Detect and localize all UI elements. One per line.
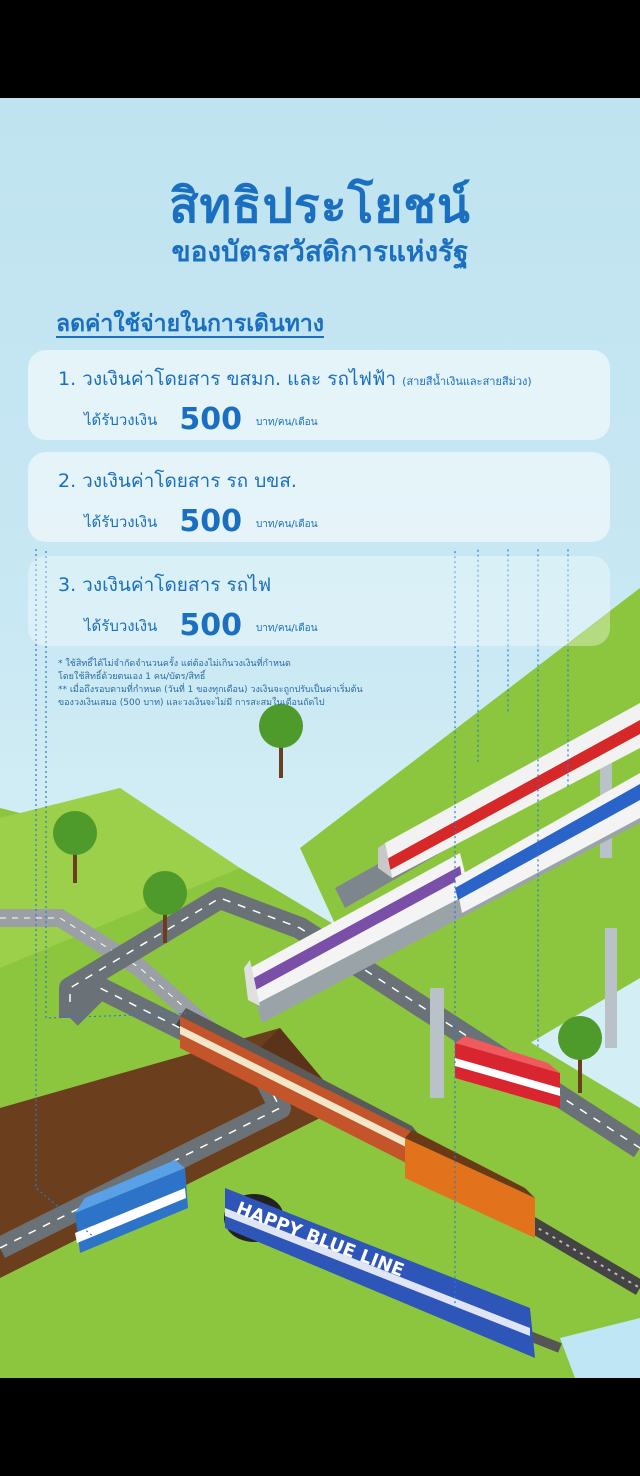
blue-coach-bus xyxy=(75,1160,188,1253)
bottom-black-bar xyxy=(0,1378,640,1476)
benefit-prefix: ได้รับวงเงิน xyxy=(84,411,158,429)
benefit-amount-row: ได้รับวงเงิน 500 บาท/คน/เดือน xyxy=(84,608,318,643)
orange-locomotive xyxy=(405,1130,535,1238)
benefit-card-2: 2. วงเงินค่าโดยสาร รถ บขส. ได้รับวงเงิน 5… xyxy=(28,452,610,542)
benefit-title-text: 3. วงเงินค่าโดยสาร รถไฟ xyxy=(58,574,272,596)
infographic-poster: HAPPY BLUE LINE xyxy=(0,98,640,1378)
benefit-amount: 500 xyxy=(179,504,242,539)
benefit-amount: 500 xyxy=(179,608,242,643)
tree xyxy=(53,811,97,883)
pillar xyxy=(430,988,444,1098)
benefit-prefix: ได้รับวงเงิน xyxy=(84,617,158,635)
benefit-title: 3. วงเงินค่าโดยสาร รถไฟ xyxy=(58,570,271,600)
benefit-note: (สายสีน้ำเงินและสายสีม่วง) xyxy=(402,375,532,388)
section-heading: ลดค่าใช้จ่ายในการเดินทาง xyxy=(56,311,325,337)
page-subtitle: ของบัตรสวัสดิการแห่งรัฐ xyxy=(171,235,469,268)
blue-skytrain xyxy=(455,773,640,913)
top-black-bar xyxy=(0,0,640,98)
benefit-title: 2. วงเงินค่าโดยสาร รถ บขส. xyxy=(58,466,297,496)
red-skytrain xyxy=(378,703,640,878)
red-bus xyxy=(455,1036,560,1108)
footnote-line: * ใช้สิทธิ์ได้ไม่จำกัดจำนวนครั้ง แต่ต้อง… xyxy=(58,659,291,669)
benefit-title: 1. วงเงินค่าโดยสาร ขสมก. และ รถไฟฟ้า (สา… xyxy=(58,364,532,394)
benefit-unit: บาท/คน/เดือน xyxy=(255,623,318,634)
page-title: สิทธิประโยชน์ xyxy=(169,178,471,234)
benefit-prefix: ได้รับวงเงิน xyxy=(84,513,158,531)
pillar xyxy=(605,928,617,1048)
footnote-line: ** เมื่อถึงรอบตามที่กำหนด (วันที่ 1 ของท… xyxy=(58,685,363,695)
benefit-card-1: 1. วงเงินค่าโดยสาร ขสมก. และ รถไฟฟ้า (สา… xyxy=(28,350,610,440)
benefit-unit: บาท/คน/เดือน xyxy=(255,417,318,428)
benefit-amount-row: ได้รับวงเงิน 500 บาท/คน/เดือน xyxy=(84,402,318,437)
benefit-card-3: 3. วงเงินค่าโดยสาร รถไฟ ได้รับวงเงิน 500 บ… xyxy=(28,556,610,646)
footnote-line: โดยใช้สิทธิ์ด้วยตนเอง 1 คน/บัตร/สิทธิ์ xyxy=(58,672,206,682)
river xyxy=(560,1318,640,1378)
tree xyxy=(143,871,187,943)
dotted-guide-lines xyxy=(35,548,569,1308)
footnotes: * ใช้สิทธิ์ได้ไม่จำกัดจำนวนครั้ง แต่ต้อง… xyxy=(58,658,363,710)
benefit-title-text: 2. วงเงินค่าโดยสาร รถ บขส. xyxy=(58,470,297,492)
orange-passenger-train xyxy=(180,1008,420,1170)
purple-train xyxy=(244,853,470,1006)
transport-illustration: HAPPY BLUE LINE xyxy=(0,548,640,1378)
benefit-amount: 500 xyxy=(179,402,242,437)
benefit-unit: บาท/คน/เดือน xyxy=(255,519,318,530)
tree xyxy=(259,704,303,778)
footnote-line: ของวงเงินเสมอ (500 บาท) และวงเงินจะไม่มี… xyxy=(58,698,325,708)
tree xyxy=(558,1016,602,1093)
benefit-title-text: 1. วงเงินค่าโดยสาร ขสมก. และ รถไฟฟ้า xyxy=(58,368,397,390)
benefit-amount-row: ได้รับวงเงิน 500 บาท/คน/เดือน xyxy=(84,504,318,539)
